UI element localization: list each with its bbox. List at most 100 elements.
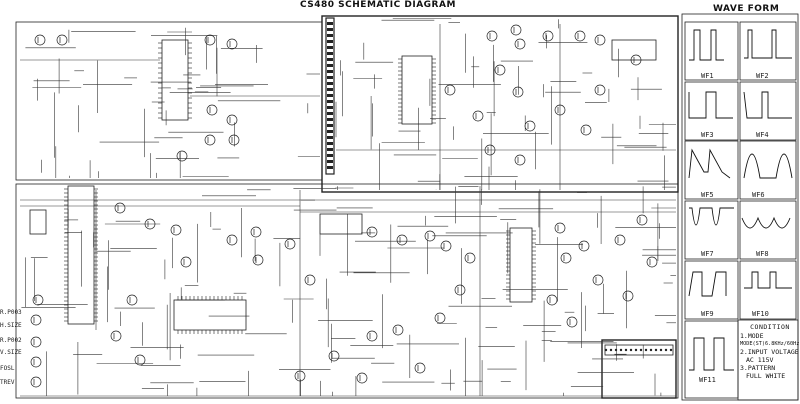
transistor <box>32 294 44 306</box>
socket-pin <box>604 348 608 352</box>
connector-pin <box>327 22 333 25</box>
ic-regulator <box>29 209 47 235</box>
transistor <box>514 38 526 50</box>
transistor <box>114 202 126 214</box>
condition-box-border <box>737 319 799 401</box>
transistor <box>524 120 536 132</box>
transistor <box>512 86 524 98</box>
socket-pin <box>614 348 618 352</box>
transistor <box>542 30 554 42</box>
wf-label: WF6 <box>752 191 765 199</box>
transistor <box>392 324 404 336</box>
ic-power-block <box>161 39 189 121</box>
connector-pin <box>327 118 333 121</box>
connector-pin <box>327 130 333 133</box>
connector-pins <box>327 22 673 352</box>
connector-pin <box>327 34 333 37</box>
socket-pin <box>634 348 638 352</box>
wf-label: WF8 <box>756 250 769 258</box>
waveform-trace-wf11 <box>689 337 734 371</box>
waveform-trace-wf5 <box>688 148 731 179</box>
socket-pin <box>659 348 663 352</box>
socket-pin <box>624 348 628 352</box>
main-board-border <box>15 183 679 399</box>
edge-label: H.SIZE <box>0 322 22 329</box>
transistor <box>34 34 46 46</box>
transistor <box>226 234 238 246</box>
transistor <box>484 144 496 156</box>
edge-label: FOSL <box>0 365 15 372</box>
transistor <box>514 154 526 166</box>
transistor <box>440 240 452 252</box>
connector-pin <box>327 82 333 85</box>
connector-pin <box>327 124 333 127</box>
transistor <box>206 104 218 116</box>
socket-pin <box>629 348 633 352</box>
condition-line: FULL WHITE <box>746 372 786 380</box>
transistor <box>110 330 122 342</box>
transistor <box>646 256 658 268</box>
transistor <box>622 290 634 302</box>
transistor <box>170 224 182 236</box>
transistor <box>578 240 590 252</box>
transistor <box>494 64 506 76</box>
transistor <box>614 234 626 246</box>
transistor <box>176 150 188 162</box>
connector-pin <box>327 160 333 163</box>
waveform-signals <box>688 29 793 371</box>
waveform-box <box>684 260 739 320</box>
connector-pin <box>327 136 333 139</box>
crt-socket-border <box>601 339 677 399</box>
ic-deflection <box>401 55 433 125</box>
connector-pin <box>327 58 333 61</box>
waveform-box <box>739 21 797 81</box>
transistor <box>30 356 42 368</box>
transistor <box>304 274 316 286</box>
waveform-trace-wf6 <box>743 153 793 179</box>
wf-label: WF7 <box>701 250 714 258</box>
wf-label: WF3 <box>701 131 714 139</box>
transistor <box>554 104 566 116</box>
condition-line: 3.PATTERN <box>740 364 776 372</box>
ic-blocks <box>29 39 674 356</box>
transistor <box>180 256 192 268</box>
transistors <box>30 24 658 388</box>
transistor <box>554 222 566 234</box>
socket-pin <box>669 348 673 352</box>
waveform-trace-wf10 <box>744 271 792 289</box>
transistor <box>444 84 456 96</box>
transistor <box>226 38 238 50</box>
connector-pin <box>327 28 333 31</box>
transistor <box>30 336 42 348</box>
waveform-box <box>684 81 739 141</box>
transistor <box>566 316 578 328</box>
wf-label: WF4 <box>756 131 769 139</box>
waveform-trace-wf7 <box>689 207 734 226</box>
transistor <box>204 34 216 46</box>
waveform-trace-wf4 <box>743 91 792 119</box>
socket-pin <box>654 348 658 352</box>
socket-pin <box>664 348 668 352</box>
waveform-trace-wf2 <box>744 29 792 59</box>
transistor <box>414 362 426 374</box>
transistor <box>594 84 606 96</box>
connector-pin <box>327 46 333 49</box>
waveform-trace-wf1 <box>689 29 724 61</box>
condition-line: AC 115V <box>746 356 774 364</box>
transistor <box>252 254 264 266</box>
wf-label: WF9 <box>701 310 714 318</box>
transistor <box>30 314 42 326</box>
waveform-box <box>684 320 739 399</box>
transistor <box>366 330 378 342</box>
transistor <box>294 370 306 382</box>
socket-pin <box>644 348 648 352</box>
transistor <box>144 218 156 230</box>
waveform-box <box>739 140 797 200</box>
condition-notes: CONDITION 1.MODE MODE(ST)6.8KHz/60Hz) 2.… <box>740 323 800 380</box>
connector-pin <box>327 70 333 73</box>
waveform-trace-wf9 <box>688 271 727 297</box>
transistor <box>486 30 498 42</box>
waveform-box <box>739 81 797 141</box>
deflection-section-border <box>321 15 679 193</box>
